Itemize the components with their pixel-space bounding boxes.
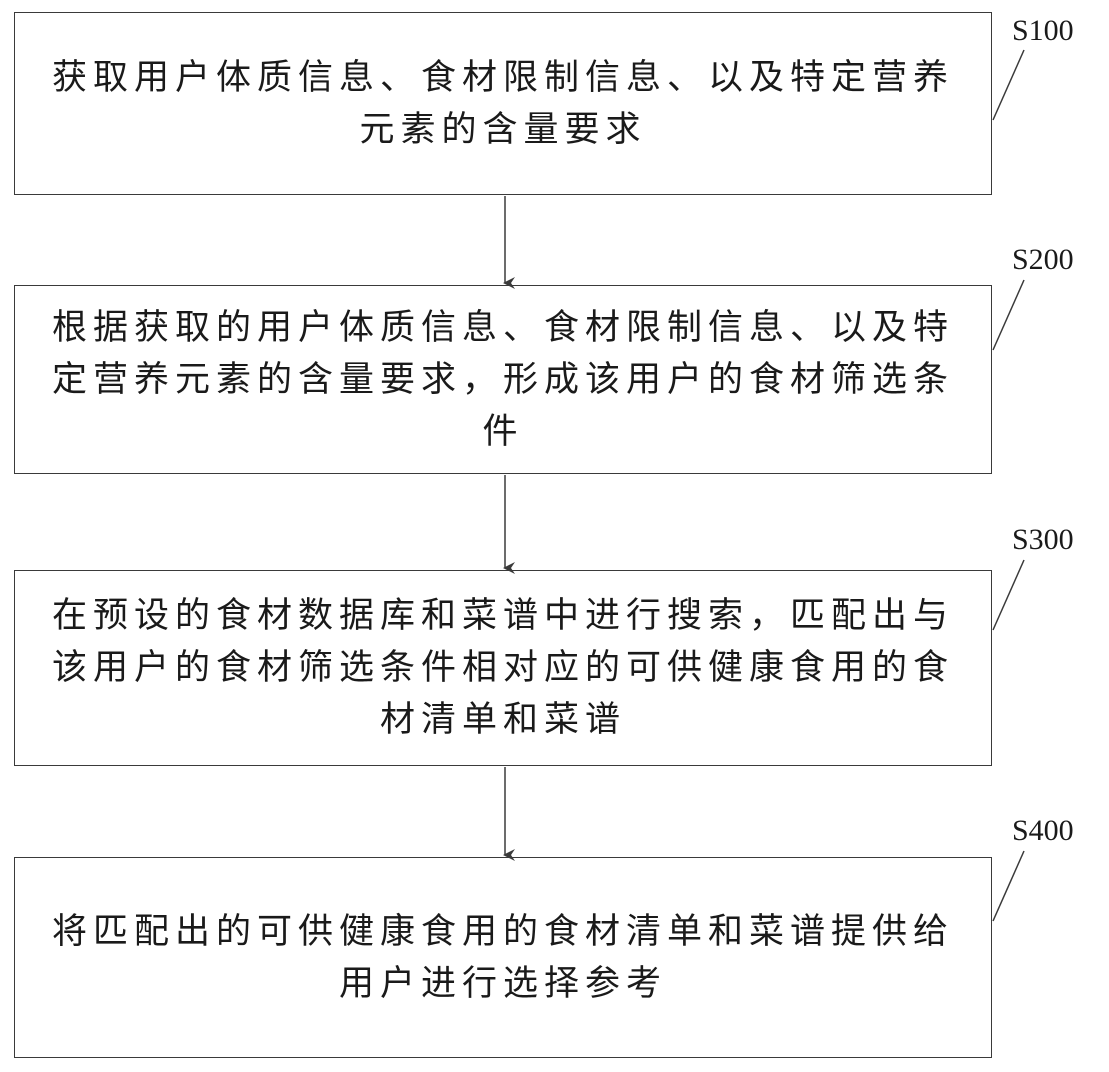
step-label-s400: S400 xyxy=(1012,814,1074,847)
step-box-s300: 在预设的食材数据库和菜谱中进行搜索，匹配出与该用户的食材筛选条件相对应的可供健康… xyxy=(14,570,992,766)
leader-line-s200 xyxy=(992,279,1025,351)
leader-line-s300 xyxy=(992,559,1025,631)
step-text-s300: 在预设的食材数据库和菜谱中进行搜索，匹配出与该用户的食材筛选条件相对应的可供健康… xyxy=(51,596,954,740)
step-label-s200: S200 xyxy=(1012,243,1074,276)
step-box-s100: 获取用户体质信息、食材限制信息、以及特定营养元素的含量要求 xyxy=(14,12,992,195)
step-text-s100: 获取用户体质信息、食材限制信息、以及特定营养元素的含量要求 xyxy=(51,57,954,150)
step-box-s400: 将匹配出的可供健康食用的食材清单和菜谱提供给用户进行选择参考 xyxy=(14,857,992,1058)
leader-line-s400 xyxy=(992,850,1025,922)
step-box-s200: 根据获取的用户体质信息、食材限制信息、以及特定营养元素的含量要求，形成该用户的食… xyxy=(14,285,992,474)
leader-line-s100 xyxy=(992,49,1025,121)
step-text-s200: 根据获取的用户体质信息、食材限制信息、以及特定营养元素的含量要求，形成该用户的食… xyxy=(51,307,954,452)
step-label-s100: S100 xyxy=(1012,14,1074,47)
step-text-s400: 将匹配出的可供健康食用的食材清单和菜谱提供给用户进行选择参考 xyxy=(51,911,954,1004)
step-label-s300: S300 xyxy=(1012,523,1074,556)
